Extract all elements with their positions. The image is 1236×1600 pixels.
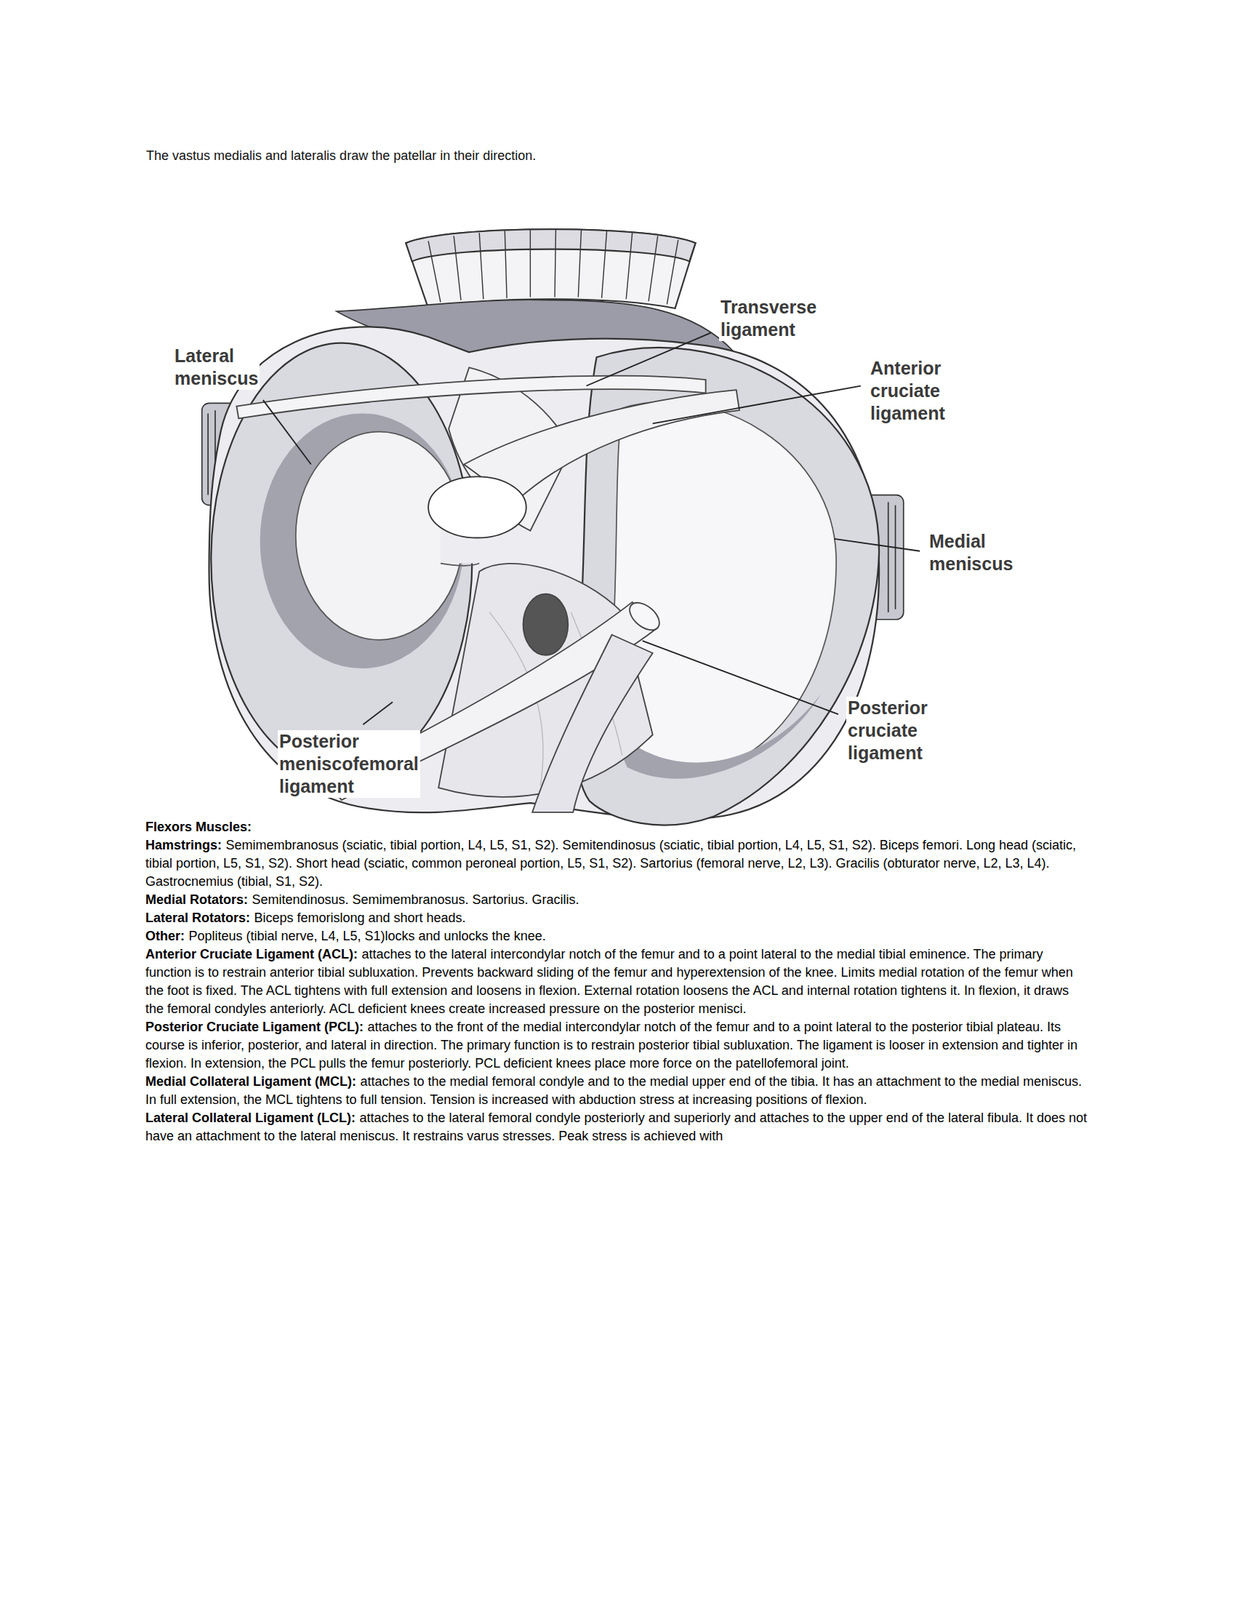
central-ligaments — [236, 367, 740, 813]
section-text: Semimembranosus (sciatic, tibial portion… — [145, 837, 1077, 889]
part-label: Medial meniscus — [927, 530, 1015, 576]
patellar-tendon — [405, 229, 696, 309]
section-heading: Flexors Muscles: — [145, 819, 252, 834]
paragraph: Anterior Cruciate Ligament (ACL):attache… — [145, 945, 1091, 1018]
section-heading: Posterior Cruciate Ligament (PCL): — [145, 1019, 364, 1034]
leader-line — [263, 332, 920, 725]
paragraph: Lateral Collateral Ligament (LCL):attach… — [145, 1108, 1091, 1146]
section-text: Biceps femorislong and short heads. — [253, 910, 466, 925]
part-label: Anterior cruciate ligament — [868, 356, 947, 425]
section-heading: Hamstrings: — [145, 837, 222, 853]
section-text: Semitendinosus. Semimembranosus. Sartori… — [251, 892, 579, 907]
part-label: Posterior meniscofemoral ligament — [277, 729, 421, 798]
section-text: Popliteus (tibial nerve, L4, L5, S1)lock… — [188, 928, 546, 943]
paragraph: Other:Popliteus (tibial nerve, L4, L5, S… — [145, 927, 1091, 946]
paragraph: Hamstrings:Semimembranosus (sciatic, tib… — [145, 836, 1091, 891]
section-heading: Medial Collateral Ligament (MCL): — [145, 1073, 357, 1089]
part-label: Lateral meniscus — [173, 344, 260, 390]
part-label: Transverse ligament — [719, 295, 818, 341]
section-heading: Lateral Collateral Ligament (LCL): — [145, 1110, 356, 1125]
paragraph: Medial Rotators:Semitendinosus. Semimemb… — [145, 890, 1091, 909]
paragraph: Medial Collateral Ligament (MCL):attache… — [145, 1072, 1091, 1109]
intro-sentence: The vastus medialis and lateralis draw t… — [146, 146, 536, 165]
paragraph: Lateral Rotators:Biceps femorislong and … — [145, 908, 1091, 927]
section-heading: Medial Rotators: — [145, 892, 248, 907]
section-heading: Lateral Rotators: — [145, 910, 251, 925]
body-text: Flexors Muscles: Hamstrings:Semimembranos… — [145, 817, 1091, 1146]
section-heading: Anterior Cruciate Ligament (ACL): — [145, 946, 358, 962]
paragraph: Flexors Muscles: — [145, 817, 1091, 837]
paragraph: Posterior Cruciate Ligament (PCL):attach… — [145, 1017, 1091, 1073]
part-label: Posterior cruciate ligament — [846, 696, 930, 765]
section-heading: Other: — [145, 928, 185, 943]
